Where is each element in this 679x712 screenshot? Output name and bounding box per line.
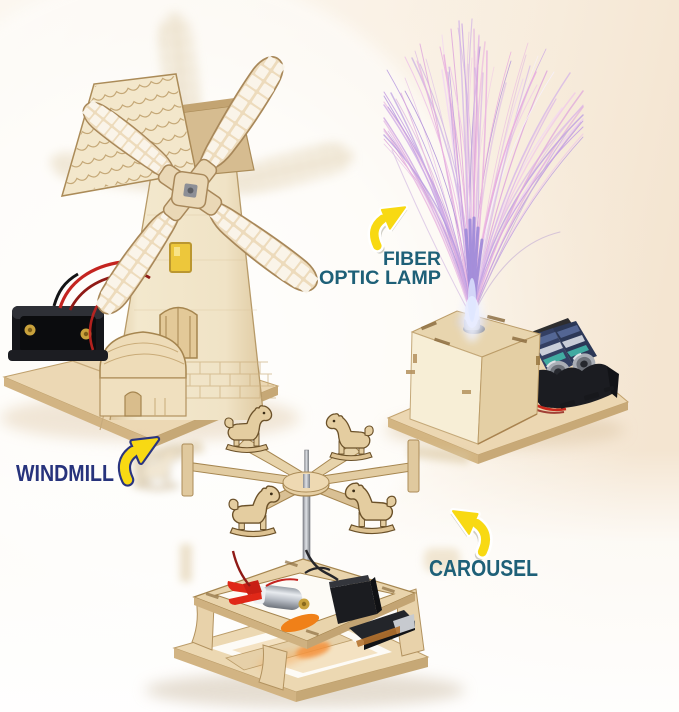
svg-text:WINDMILL: WINDMILL: [16, 460, 114, 486]
svg-text:FIBER: FIBER: [383, 249, 441, 270]
svg-text:CAROUSEL: CAROUSEL: [429, 555, 538, 581]
svg-text:OPTIC LAMP: OPTIC LAMP: [319, 268, 441, 289]
